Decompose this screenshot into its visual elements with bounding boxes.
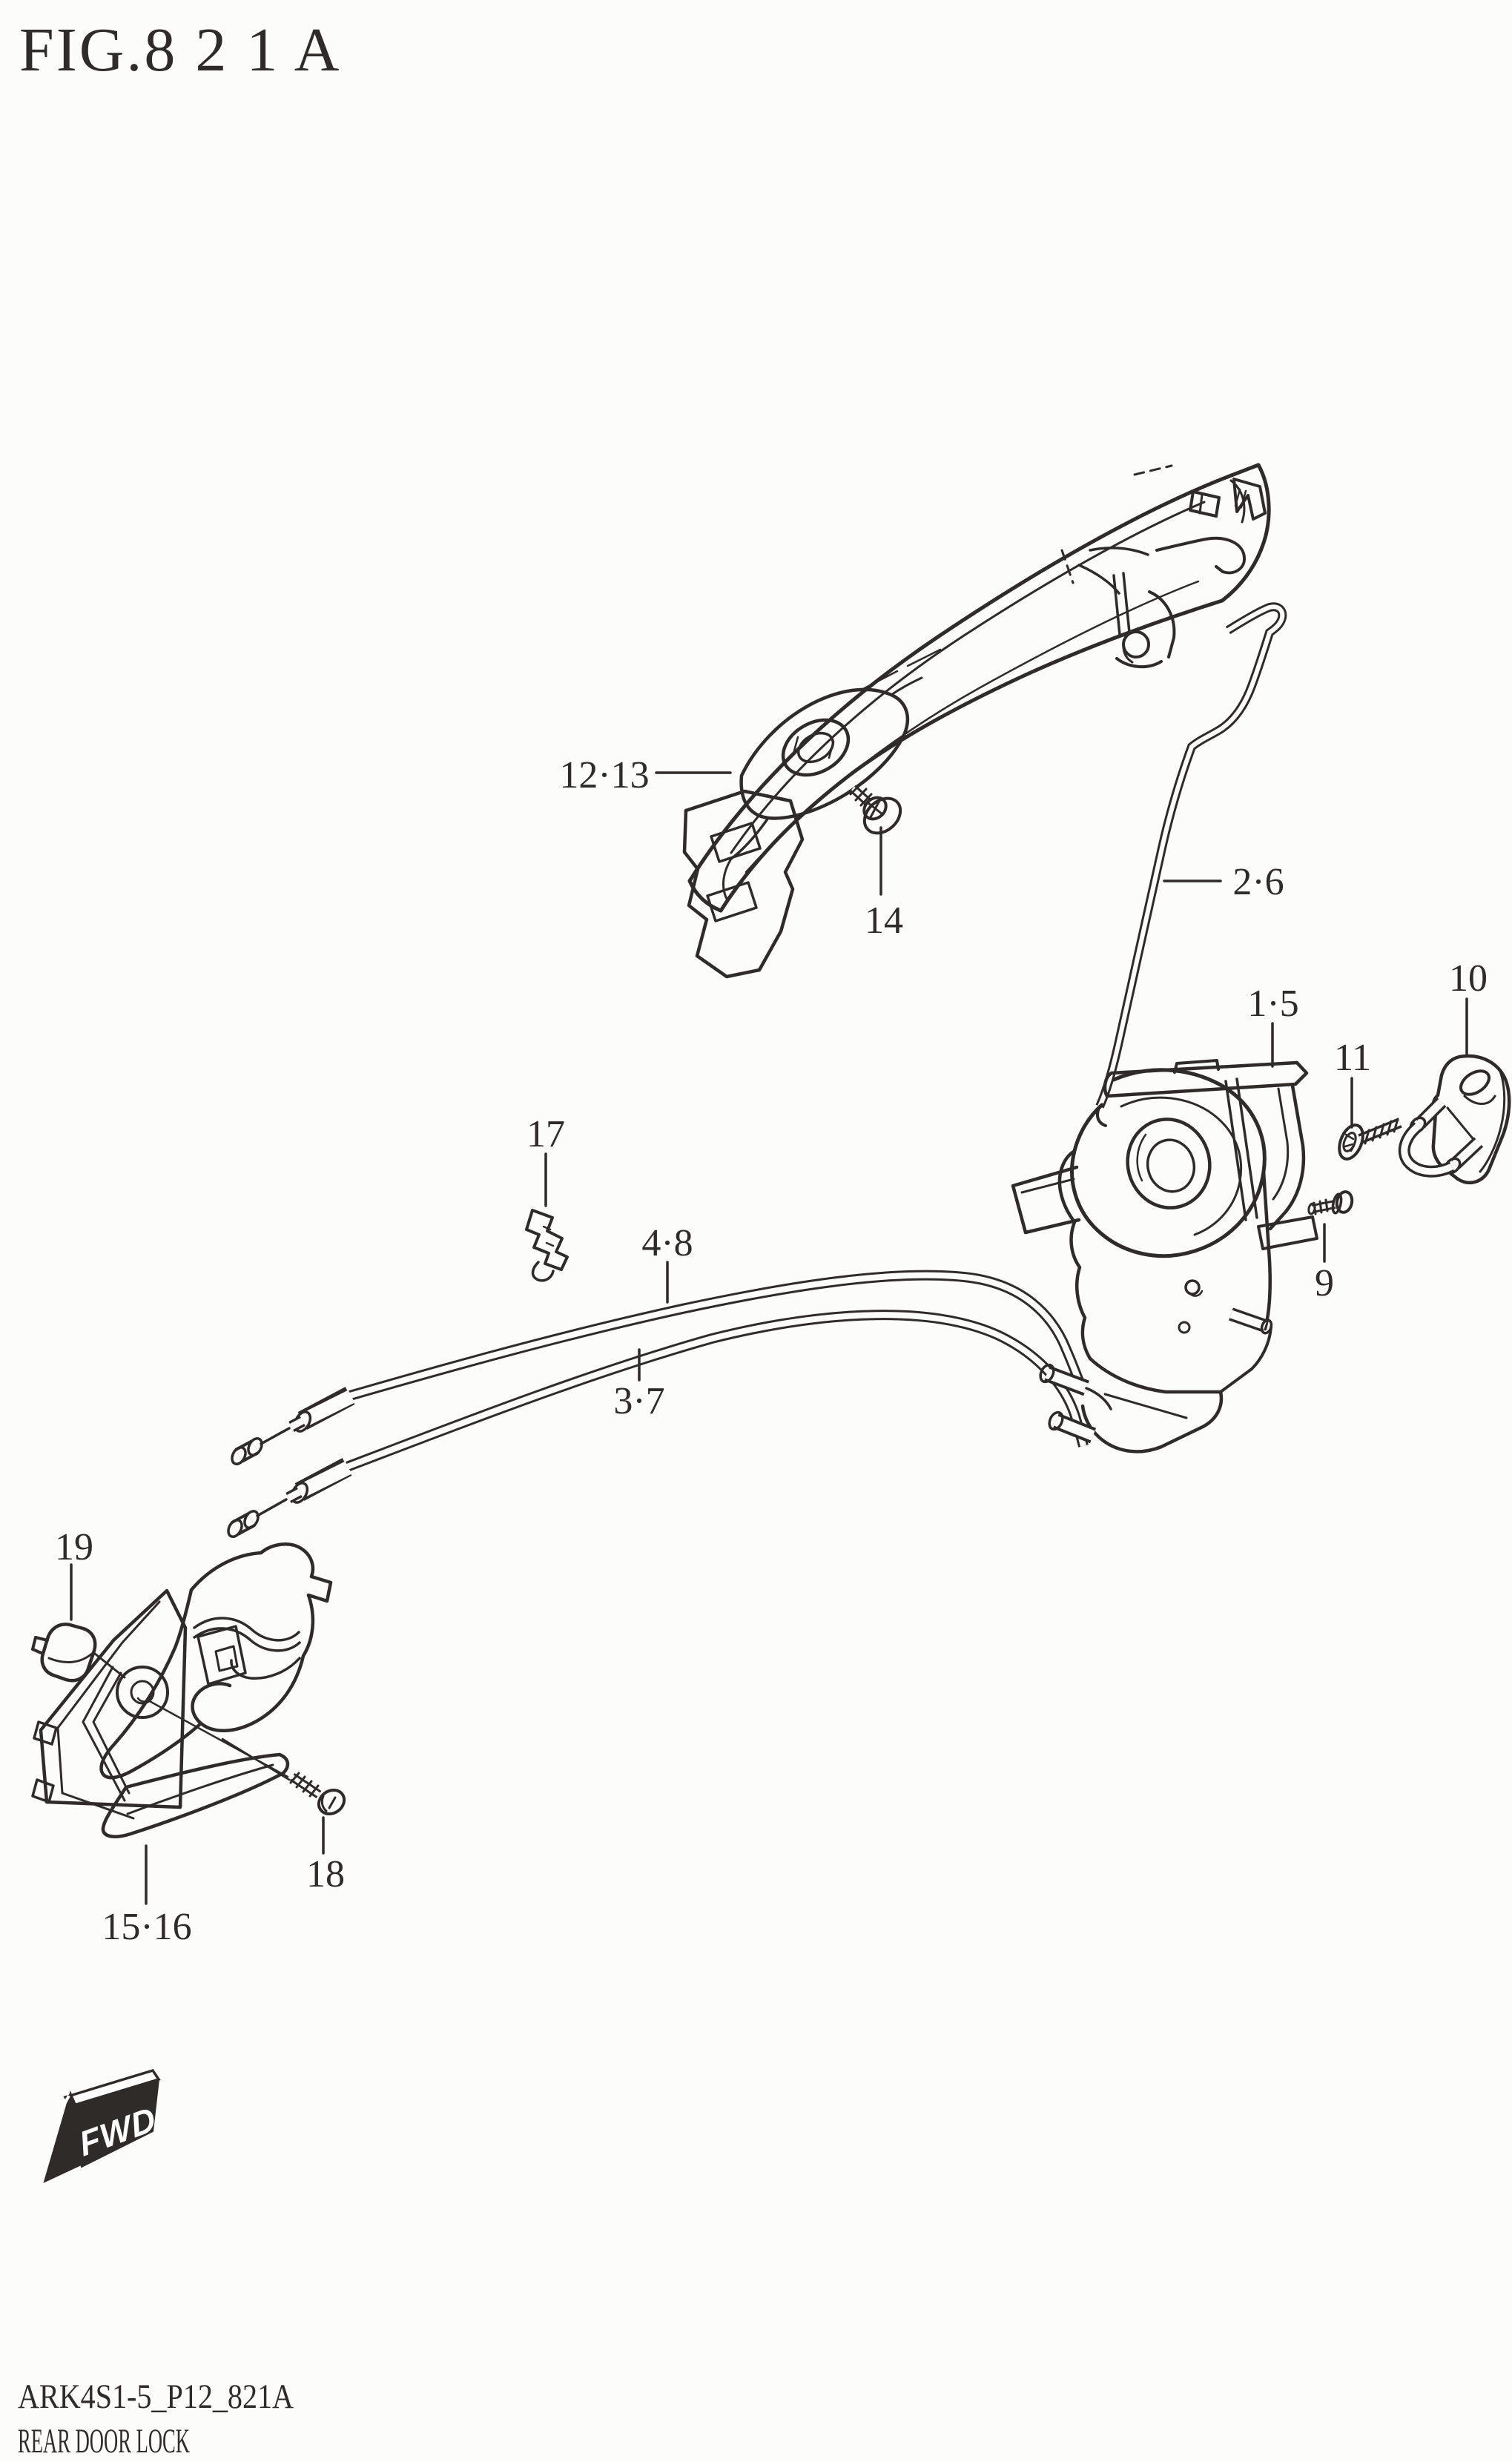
- footer-title: REAR DOOR LOCK: [18, 2422, 190, 2461]
- callout-10: 10: [1449, 957, 1488, 1000]
- callout-1-5: 1·5: [1247, 983, 1298, 1025]
- inside-handle-15-16: [31, 1542, 333, 1838]
- callout-19: 19: [55, 1526, 93, 1568]
- fwd-marker: FWD: [43, 2068, 161, 2183]
- cable-4-8: [231, 1270, 1084, 1465]
- cap-19: [31, 1623, 97, 1683]
- lock-assembly-1-5: [1011, 1059, 1318, 1453]
- callout-4-8: 4·8: [641, 1222, 693, 1264]
- leader-lines: [70, 771, 1468, 1905]
- callout-15-16: 15·16: [102, 1906, 191, 1948]
- callout-3-7: 3·7: [613, 1380, 664, 1422]
- outside-handle: [682, 463, 1271, 979]
- screw-9: [1307, 1190, 1354, 1215]
- fwd-arrow-icon: [43, 2090, 100, 2183]
- callout-2-6: 2·6: [1232, 861, 1284, 903]
- screw-11: [1338, 1118, 1402, 1161]
- callout-12-13: 12·13: [559, 754, 649, 796]
- callout-9: 9: [1315, 1262, 1334, 1304]
- striker-10: [1398, 1054, 1511, 1185]
- callout-11: 11: [1334, 1037, 1371, 1079]
- cable-3-7: [227, 1310, 1089, 1538]
- figure-title: FIG.8 2 1 A: [19, 16, 341, 85]
- footer-code: ARK4S1-5_P12_821A: [18, 2377, 294, 2416]
- callout-17: 17: [526, 1113, 565, 1155]
- screw-18: [289, 1772, 346, 1816]
- screw-14: [849, 782, 902, 835]
- clip-17: [525, 1209, 569, 1282]
- callout-14: 14: [865, 900, 903, 942]
- callout-18: 18: [306, 1853, 345, 1895]
